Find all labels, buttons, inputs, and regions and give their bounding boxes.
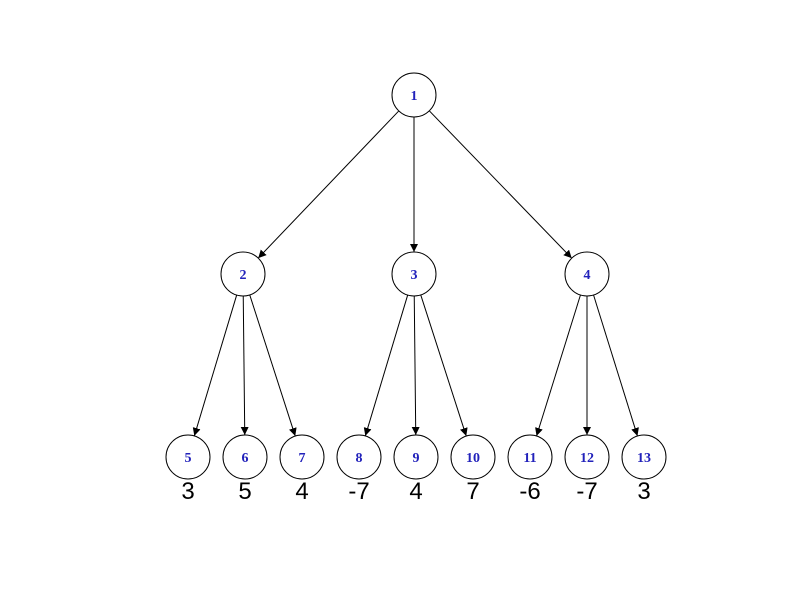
tree-node-4: 4 (564, 251, 610, 297)
leaf-value-13: 3 (637, 478, 650, 505)
tree-edge-2-6 (240, 295, 249, 436)
tree-node-3: 3 (391, 251, 437, 297)
leaf-value-5: 3 (181, 478, 194, 505)
tree-node-11: 11 -6 (507, 434, 553, 505)
node-label-1: 1 (411, 89, 418, 104)
node-label-6: 6 (242, 451, 249, 466)
leaf-value-8: -7 (348, 478, 369, 505)
tree-node-1: 1 (391, 72, 437, 118)
node-circle-5 (165, 434, 211, 480)
node-label-5: 5 (185, 451, 192, 466)
tree-edge-3-9 (411, 295, 420, 436)
node-label-3: 3 (411, 268, 418, 283)
tree-node-2: 2 (220, 251, 266, 297)
leaf-value-7: 4 (295, 478, 308, 505)
tree-node-8: 8 -7 (336, 434, 382, 505)
node-circle-1 (391, 72, 437, 118)
tree-edge-1-4 (428, 110, 573, 259)
tree-node-5: 53 (165, 434, 211, 505)
leaf-value-11: -6 (519, 478, 540, 505)
tree-node-9: 94 (393, 434, 439, 505)
tree-edge-3-8 (363, 294, 409, 437)
leaf-value-6: 5 (238, 478, 251, 505)
node-label-8: 8 (356, 451, 363, 466)
node-circle-9 (393, 434, 439, 480)
tree-node-12: 12 -7 (564, 434, 610, 505)
node-label-13: 13 (637, 451, 651, 466)
node-label-2: 2 (240, 268, 247, 283)
tree-edge-1-2 (257, 110, 400, 259)
leaf-value-10: 7 (466, 478, 479, 505)
node-circle-13 (621, 434, 667, 480)
node-label-7: 7 (299, 451, 306, 466)
node-label-4: 4 (584, 268, 591, 283)
tree-node-13: 13 3 (621, 434, 667, 505)
leaf-value-9: 4 (409, 478, 422, 505)
tree-edge-2-5 (192, 294, 238, 437)
node-circle-8 (336, 434, 382, 480)
node-circle-12 (564, 434, 610, 480)
node-label-9: 9 (413, 451, 420, 466)
node-circle-10 (450, 434, 496, 480)
tree-edge-4-11 (535, 294, 581, 437)
node-label-10: 10 (466, 451, 480, 466)
tree-node-7: 74 (279, 434, 325, 505)
node-circle-2 (220, 251, 266, 297)
node-circle-4 (564, 251, 610, 297)
node-circle-3 (391, 251, 437, 297)
tree-edge-3-10 (420, 294, 468, 437)
leaf-value-12: -7 (576, 478, 597, 505)
node-label-11: 11 (523, 451, 536, 466)
tree-edge-2-7 (249, 294, 297, 437)
node-circle-6 (222, 434, 268, 480)
node-label-12: 12 (580, 451, 594, 466)
node-circle-11 (507, 434, 553, 480)
tree-edge-4-13 (593, 294, 639, 437)
node-circle-7 (279, 434, 325, 480)
tree-node-10: 10 7 (450, 434, 496, 505)
tree-node-6: 65 (222, 434, 268, 505)
